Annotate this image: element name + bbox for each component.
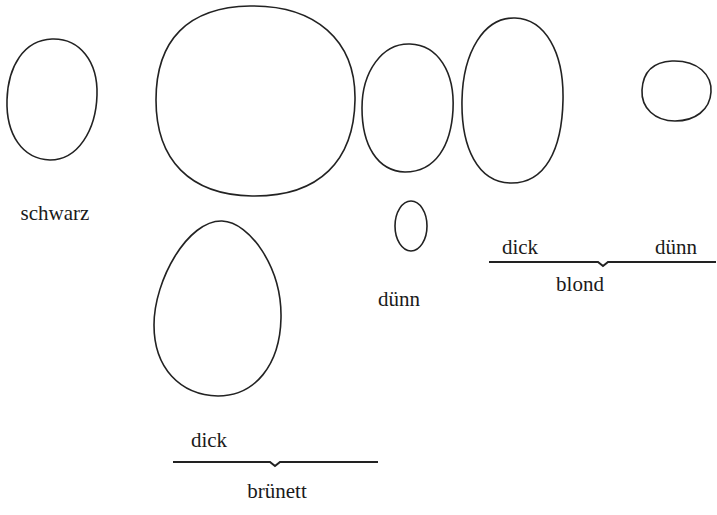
- group-bracket-brunette: [173, 462, 378, 466]
- hair-color-label: brünett: [247, 481, 306, 502]
- thickness-label: dünn: [378, 289, 420, 310]
- hair-section-black: [7, 39, 97, 160]
- hair-color-label: blond: [556, 274, 604, 295]
- hair-section-brunette-thin: [395, 201, 427, 251]
- hair-section-brunette-medium: [362, 44, 453, 172]
- thickness-label: dünn: [655, 237, 697, 258]
- thickness-label: dick: [502, 237, 538, 258]
- hair-section-brunette-thick: [156, 6, 355, 196]
- hair-section-blond-thick: [462, 18, 563, 183]
- hair-section-blond-thin: [642, 61, 711, 121]
- hair-color-label: schwarz: [21, 203, 90, 224]
- thickness-label: dick: [191, 430, 227, 451]
- group-bracket-blond: [489, 262, 716, 266]
- hair-section-brunette-thick-2: [154, 221, 281, 396]
